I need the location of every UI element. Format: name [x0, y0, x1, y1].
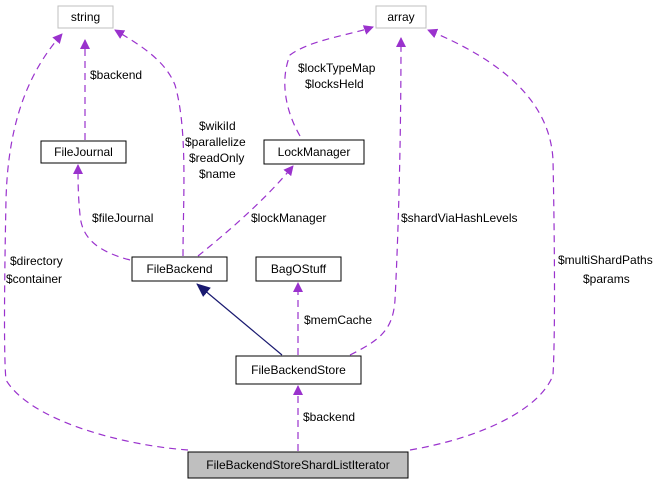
label-locksheld: $locksHeld	[305, 77, 364, 91]
label-lockmanager: $lockManager	[251, 211, 326, 225]
node-array[interactable]: array	[375, 5, 427, 29]
node-filejournal[interactable]: FileJournal	[40, 140, 127, 164]
node-lockmanager[interactable]: LockManager	[263, 139, 365, 165]
edge-lockmanager-array	[284, 25, 374, 137]
label-name: $name	[199, 167, 236, 181]
label-shardviahashlevels: $shardViaHashLevels	[401, 211, 518, 225]
label-directory: $directory	[10, 254, 63, 268]
label-backend-bottom: $backend	[303, 410, 355, 424]
node-filebackend[interactable]: FileBackend	[131, 256, 228, 282]
label-wikiid: $wikiId	[199, 119, 236, 133]
node-string-label: string	[71, 10, 100, 24]
node-filebackendstoreshardlistiterator[interactable]: FileBackendStoreShardListIterator	[187, 451, 409, 479]
node-filejournal-label: FileJournal	[54, 145, 113, 159]
node-filebackendstore-label: FileBackendStore	[251, 363, 346, 377]
label-multishardpaths: $multiShardPaths	[558, 253, 653, 267]
edge-filebackend-filejournal	[73, 164, 131, 261]
edge-iterator-array	[409, 28, 556, 451]
label-parallelize: $parallelize	[185, 135, 246, 149]
node-filebackendstore[interactable]: FileBackendStore	[235, 355, 362, 385]
label-locktypemap: $lockTypeMap	[298, 61, 376, 75]
node-bagostuff-label: BagOStuff	[271, 262, 327, 276]
label-params: $params	[583, 272, 630, 286]
label-memcache: $memCache	[304, 313, 372, 327]
node-bagostuff[interactable]: BagOStuff	[255, 256, 342, 282]
edge-filebackend-lockmanager	[197, 165, 294, 257]
node-string[interactable]: string	[57, 5, 114, 29]
node-filebackend-label: FileBackend	[146, 262, 212, 276]
label-container: $container	[6, 272, 62, 286]
edge-filebackendstore-array	[349, 37, 406, 356]
edge-filebackend-string	[114, 29, 185, 257]
label-filejournal: $fileJournal	[92, 211, 153, 225]
edge-iterator-string	[3, 33, 189, 451]
label-readonly: $readOnly	[189, 151, 244, 165]
node-array-label: array	[387, 10, 414, 24]
label-backend-top: $backend	[90, 68, 142, 82]
node-lockmanager-label: LockManager	[278, 145, 351, 159]
node-iterator-label: FileBackendStoreShardListIterator	[206, 458, 389, 472]
edge-filebackendstore-filebackend-inheritance	[196, 283, 283, 356]
